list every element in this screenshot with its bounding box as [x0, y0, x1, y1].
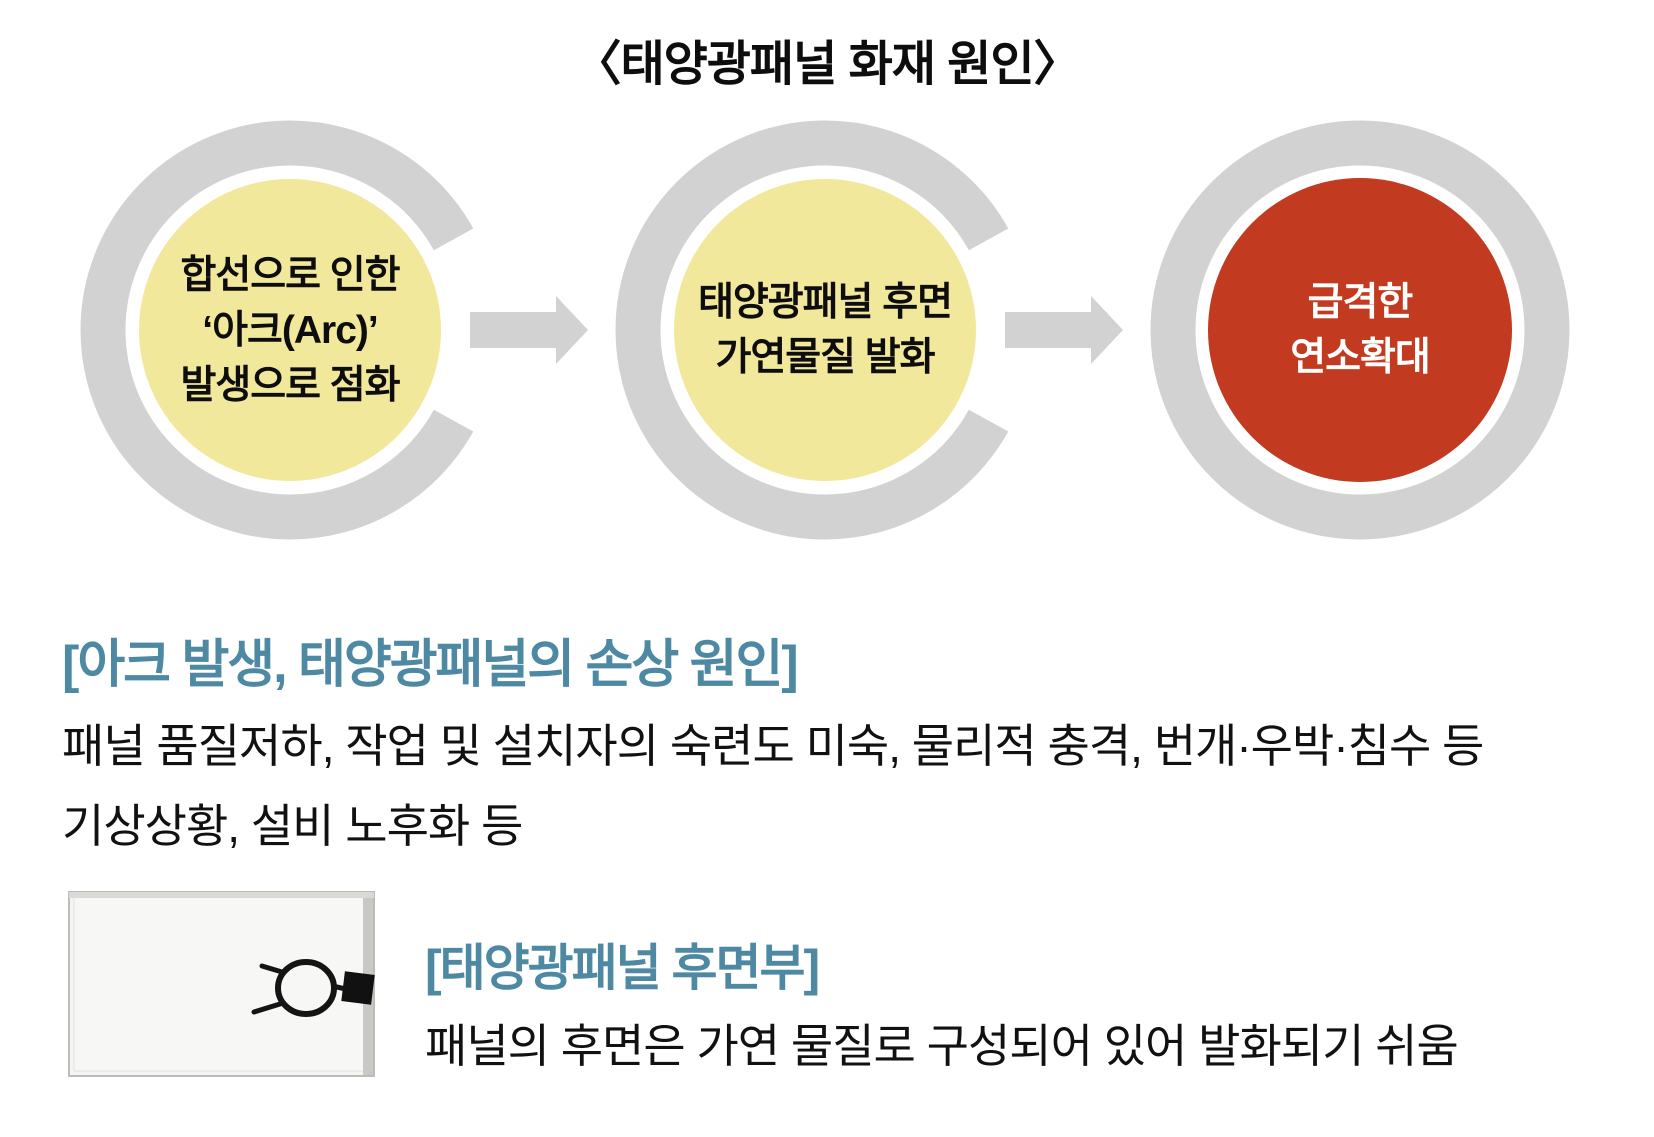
flow-step-label: 급격한 연소확대	[1290, 281, 1431, 379]
cable-end-icon	[259, 963, 285, 975]
step2-ring	[615, 120, 1035, 540]
junction-box-icon	[341, 971, 375, 1005]
step3-circle	[1208, 178, 1512, 482]
step1-ring	[80, 120, 500, 540]
panel-backsheet	[73, 896, 370, 1072]
arc-cause-body: 패널 품질저하, 작업 및 설치자의 숙련도 미숙, 물리적 충격, 번개·우박…	[62, 720, 1484, 852]
step3-ring	[1150, 120, 1570, 540]
flow-arrow-icon	[1005, 296, 1123, 364]
step1-circle	[139, 179, 441, 481]
rear-panel-heading: [태양광패널 후면부]	[425, 940, 820, 996]
cable-end-icon	[251, 1001, 283, 1015]
solar-panel-rear-photo	[68, 891, 375, 1077]
fire-cause-flow-diagram	[80, 120, 1570, 540]
rear-panel-body: 패널의 후면은 가연 물질로 구성되어 있어 발화되기 쉬움	[425, 1020, 1459, 1072]
arc-cause-heading: [아크 발생, 태양광패널의 손상 원인]	[62, 636, 799, 694]
panel-frame-top	[69, 892, 374, 898]
page-title: 〈태양광패널 화재 원인〉	[573, 38, 1081, 91]
flow-step-label: 태양광패널 후면 가연물질 발화	[698, 281, 953, 379]
flow-step-label: 합선으로 인한 ‘아크(Arc)’ 발생으로 점화	[180, 254, 400, 407]
step2-circle	[674, 179, 976, 481]
flow-arrow-icon	[470, 296, 588, 364]
